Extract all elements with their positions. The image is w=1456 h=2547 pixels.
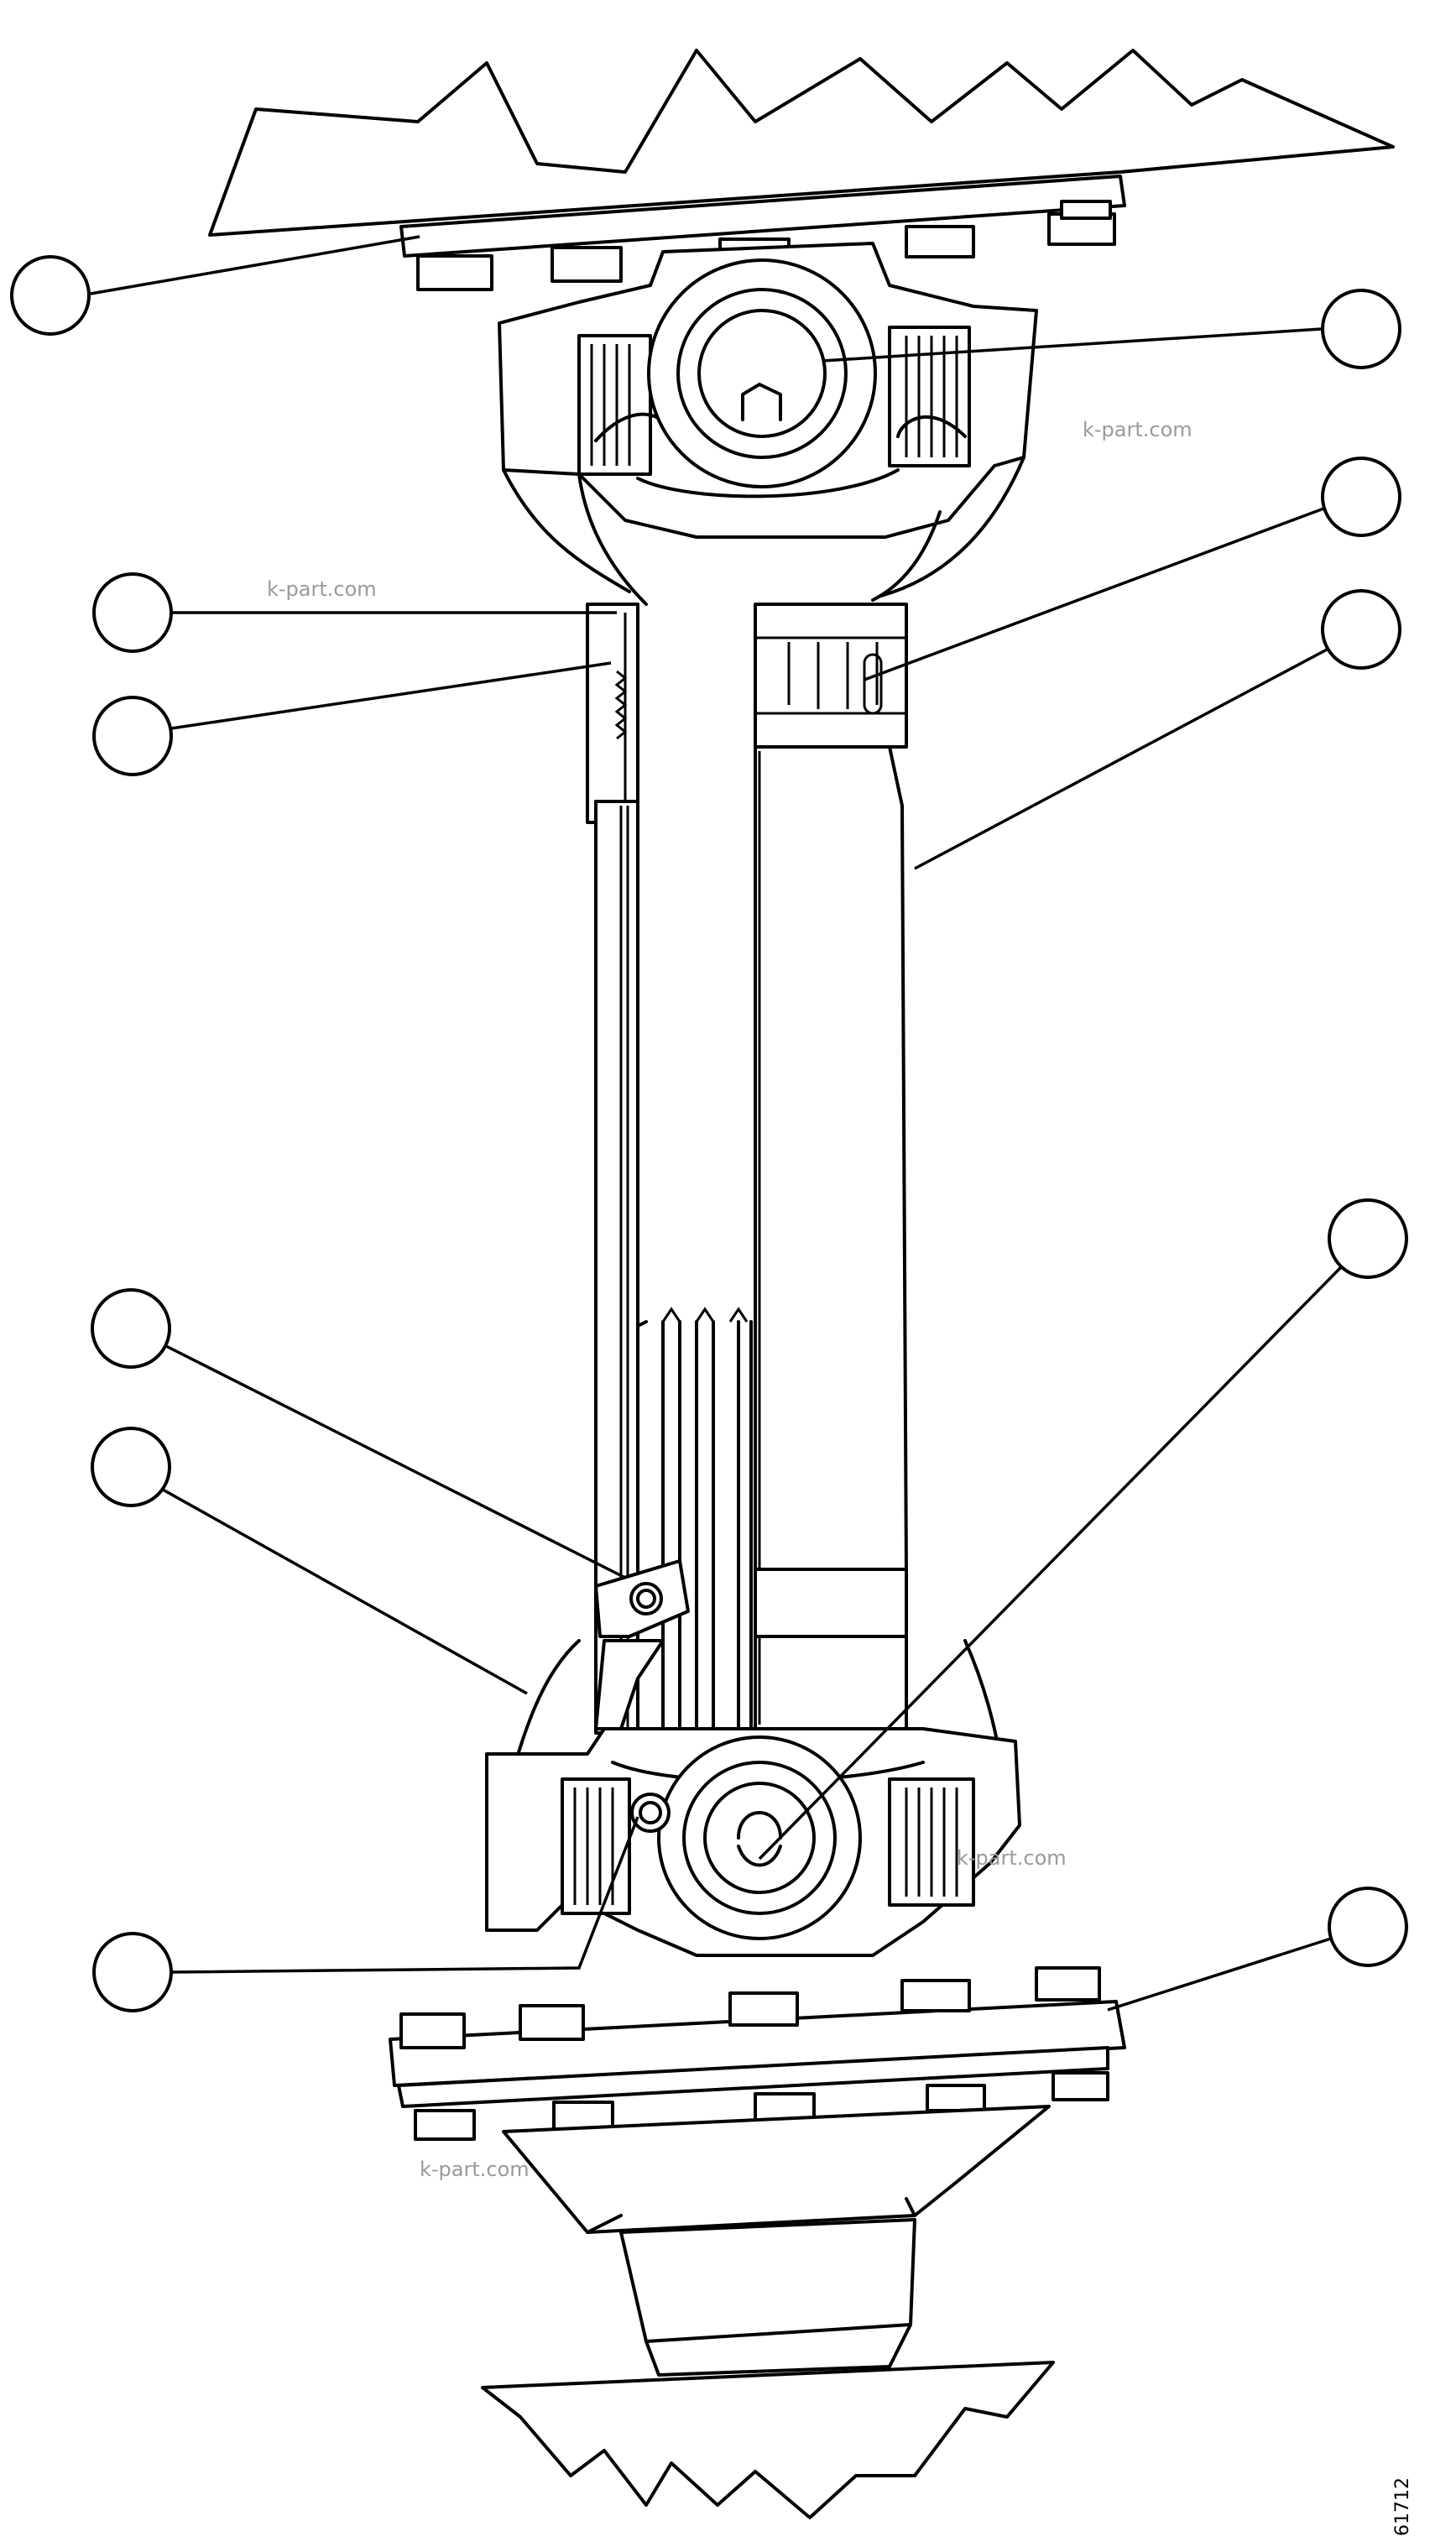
watermark-text: k-part.com xyxy=(420,2158,530,2181)
callout-7 xyxy=(758,1198,1408,1861)
callout-5 xyxy=(914,589,1401,870)
callout-bubble-4 xyxy=(92,572,173,653)
callout-3 xyxy=(864,457,1401,681)
outer-tube xyxy=(754,603,908,1730)
watermark-text: k-part.com xyxy=(957,1846,1067,1870)
callout-2 xyxy=(822,289,1401,369)
callout-bubble-3 xyxy=(1321,457,1401,537)
callout-9 xyxy=(91,1427,528,1695)
callout-10 xyxy=(92,1816,639,2012)
callout-1 xyxy=(10,235,420,336)
watermark-text: k-part.com xyxy=(1083,418,1192,441)
bottom-flange xyxy=(389,1966,1126,2141)
callout-bubble-5 xyxy=(1321,589,1401,670)
callout-bubble-7 xyxy=(1328,1198,1408,1279)
callout-bubble-11 xyxy=(1328,1887,1408,1967)
splined-section xyxy=(636,1307,753,1735)
top-mounting-plate xyxy=(208,49,1395,237)
shield-clamp xyxy=(594,1559,690,1730)
callout-4 xyxy=(92,572,617,653)
top-spider-cross xyxy=(636,258,900,498)
callout-6 xyxy=(92,661,612,776)
watermark-text: k-part.com xyxy=(267,577,377,601)
callout-8 xyxy=(91,1288,626,1579)
callout-bubble-8 xyxy=(91,1288,171,1369)
bottom-spider-cross xyxy=(630,1735,862,1940)
callout-bubble-10 xyxy=(92,1932,173,2012)
callout-bubble-9 xyxy=(91,1427,171,1507)
figure-reference: 61712 xyxy=(1392,2477,1413,2536)
yoke-neck xyxy=(577,472,942,606)
bottom-mounting-plate xyxy=(481,2361,1055,2519)
bottom-hub xyxy=(502,2105,1051,2377)
callout-bubble-2 xyxy=(1321,289,1401,369)
callout-bubble-6 xyxy=(92,696,173,776)
callout-bubble-1 xyxy=(10,255,91,336)
callout-11 xyxy=(1107,1887,1408,2012)
